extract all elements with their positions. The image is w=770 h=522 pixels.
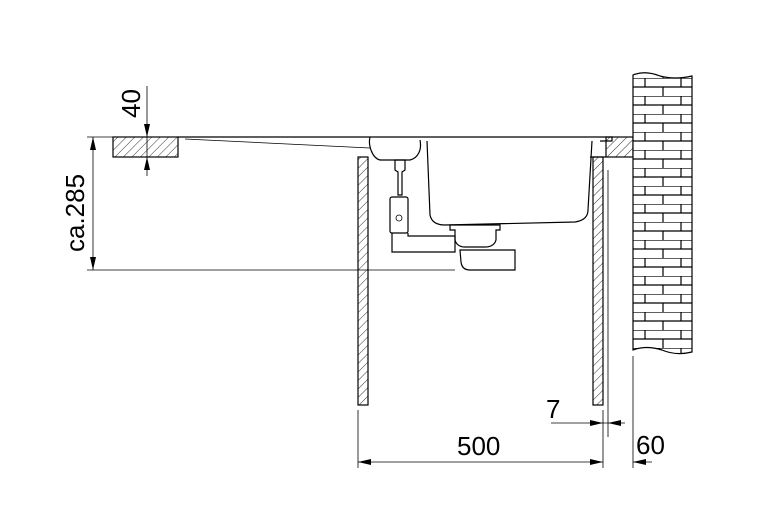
dimension-cabinet-width: 500 — [357, 410, 604, 468]
sink — [178, 136, 613, 271]
cabinet-right-panel — [592, 156, 604, 406]
dimension-panel-gap: 7 — [546, 394, 625, 426]
dimension-depth: ca.285 — [60, 136, 455, 271]
countertop-right-section — [605, 136, 634, 158]
dimension-label-500: 500 — [457, 431, 500, 461]
cabinet-left-panel — [357, 156, 369, 406]
dimension-label-60: 60 — [636, 430, 665, 460]
dimension-label-7: 7 — [546, 394, 560, 424]
brick-wall — [632, 72, 693, 355]
dimension-countertop-thickness: 40 — [116, 86, 150, 176]
dimension-wall-gap: 60 — [632, 356, 665, 468]
dimension-label-285: ca.285 — [60, 174, 90, 252]
dimension-label-40: 40 — [116, 89, 146, 118]
countertop-left-section — [112, 136, 179, 158]
